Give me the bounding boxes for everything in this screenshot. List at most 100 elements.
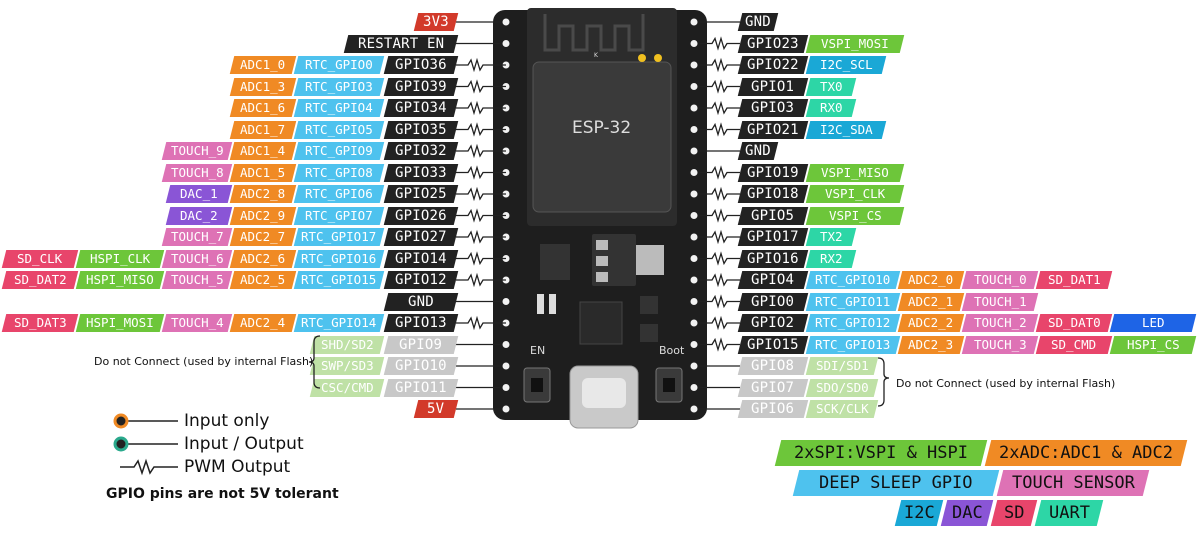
pin-tag-dac-1: DAC_1: [165, 185, 233, 203]
boot-button-cap[interactable]: [663, 378, 675, 392]
legend-deep-sleep-gpio: DEEP SLEEP GPIO: [792, 470, 1000, 496]
pin-tag-touch-0: TOUCH_0: [961, 271, 1039, 289]
pin-connector: [456, 208, 506, 223]
pin-tag-csc-cmd: CSC/CMD: [309, 378, 385, 397]
pin-hole-right: [690, 212, 698, 219]
pin-tag-touch-7: TOUCH_7: [161, 228, 233, 246]
legend-2xspi-vspi-hspi-text: 2xSPI:VSPI & HSPI: [794, 443, 968, 463]
pin-tag-rtc-gpio9: RTC_GPIO9: [293, 142, 385, 160]
pin-left-gpio12-text: GPIO12: [395, 272, 447, 288]
pin-right-gpio0: GPIO0: [737, 292, 809, 311]
pin-tag-adc2-1-text: ADC2_1: [908, 293, 954, 309]
pin-tag-adc2-6: ADC2_6: [229, 249, 297, 268]
pin-tag-sd-clk-text: SD_CLK: [17, 250, 63, 266]
pin-connector: [700, 57, 740, 73]
pin-right-gpio21: GPIO21: [737, 120, 809, 139]
pin-right-gpio22-text: GPIO22: [747, 57, 799, 73]
pin-connector: [700, 79, 740, 94]
pin-tag-rtc-gpio10-text: RTC_GPIO10: [815, 272, 891, 287]
pin-tag-touch-9-text: TOUCH_9: [170, 143, 224, 158]
pin-right-gpio7: GPIO7: [737, 378, 809, 397]
pin-tag-sd-dat1-text: SD_DAT1: [1047, 272, 1101, 287]
pin-connector: [700, 36, 740, 51]
pin-left-gpio34: GPIO34: [383, 99, 459, 117]
pin-connector: [700, 100, 740, 116]
pin-hole-left: [502, 40, 510, 47]
pin-right-gpio19-text: GPIO19: [747, 164, 799, 181]
pin-right-gpio7-text: GPIO7: [751, 379, 795, 396]
regulator-pad: [596, 256, 608, 266]
pin-right-gpio8-text: GPIO8: [751, 358, 795, 374]
pin-tag-sdo-sd0-text: SDO/SD0: [815, 379, 869, 395]
pin-hole-right: [690, 405, 698, 413]
pin-hole-right: [690, 233, 698, 241]
pin-tag-rtc-gpio0-text: RTC_GPIO0: [305, 57, 373, 72]
pin-tag-rtc-gpio17: RTC_GPIO17: [293, 228, 385, 246]
pin-right-gpio23: GPIO23: [737, 34, 809, 53]
pin-hole-right: [690, 298, 698, 305]
legend-i2c-text: I2C: [903, 503, 935, 523]
legend-touch-sensor-text: TOUCH SENSOR: [1011, 473, 1135, 493]
pin-tag-rx2: RX2: [805, 249, 857, 268]
pin-hole-left: [502, 18, 510, 26]
pin-tag-vspi-miso: VSPI_MISO: [805, 163, 905, 182]
pin-right-gpio4-text: GPIO4: [751, 272, 795, 288]
pin-tag-shd-sd2-text: SHD/SD2: [320, 336, 374, 352]
pin-tag-rtc-gpio14-text: RTC_GPIO14: [301, 315, 377, 330]
pin-left-5v: 5V: [413, 400, 459, 418]
legend-2xadc-adc1-adc2: 2xADC:ADC1 & ADC2: [984, 440, 1188, 466]
pin-right-gpio22: GPIO22: [737, 56, 809, 74]
pin-tag-tx2: TX2: [805, 228, 857, 246]
pin-hole-right: [690, 104, 698, 112]
pin-tag-adc2-5-text: ADC2_5: [240, 272, 286, 287]
pin-tag-hspi-clk: HSPI_CLK: [75, 249, 165, 268]
pin-tag-adc1-4-text: ADC1_4: [240, 143, 286, 158]
pin-tag-touch-8: TOUCH_8: [161, 163, 233, 182]
pin-left-gpio25: GPIO25: [383, 185, 459, 203]
pin-tag-sdi-sd1: SDI/SD1: [805, 357, 879, 375]
pin-tag-rtc-gpio16-text: RTC_GPIO16: [301, 250, 377, 266]
pin-left-gnd-text: GND: [408, 293, 434, 310]
pin-tag-sd-cmd: SD_CMD: [1035, 335, 1113, 354]
pin-left-gpio13-text: GPIO13: [395, 315, 447, 331]
pin-left-gpio35-text: GPIO35: [395, 121, 447, 138]
pin-right-gpio4: GPIO4: [737, 271, 809, 289]
pin-tag-adc1-6-text: ADC1_6: [240, 100, 286, 115]
pin-left-restart-en: RESTART EN: [343, 34, 459, 53]
pin-tag-adc2-6-text: ADC2_6: [240, 250, 286, 266]
pin-right-gpio18-text: GPIO18: [747, 186, 799, 202]
pin-tag-rtc-gpio16: RTC_GPIO16: [293, 249, 385, 268]
pin-tag-touch-3: TOUCH_3: [961, 335, 1039, 354]
pin-left-gpio12: GPIO12: [383, 271, 459, 289]
pin-left-gpio14: GPIO14: [383, 249, 459, 268]
pin-tag-touch-6-text: TOUCH_6: [170, 250, 224, 266]
pin-tag-rtc-gpio17-text: RTC_GPIO17: [301, 229, 377, 244]
pin-left-gpio13: GPIO13: [383, 314, 459, 332]
pin-left-gnd: GND: [383, 292, 459, 311]
pin-left-gpio35: GPIO35: [383, 120, 459, 139]
en-button-cap[interactable]: [531, 378, 543, 392]
pin-hole-left: [502, 384, 510, 391]
pin-left-gpio36: GPIO36: [383, 56, 459, 74]
pin-left-restart-en-text: RESTART EN: [357, 35, 445, 52]
pin-tag-rtc-gpio3-text: RTC_GPIO3: [305, 78, 373, 94]
pin-right-gpio2: GPIO2: [737, 314, 809, 332]
pin-right-gpio19: GPIO19: [737, 163, 809, 182]
pin-connector: [456, 186, 506, 202]
pin-right-gpio21-text: GPIO21: [747, 121, 799, 138]
pin-tag-vspi-clk: VSPI_CLK: [805, 185, 905, 203]
module-led-2: [654, 54, 662, 62]
pin-tag-dac-2-text: DAC_2: [180, 207, 218, 223]
pin-tag-led-text: LED: [1141, 315, 1165, 330]
pin-tag-adc2-4: ADC2_4: [229, 314, 297, 332]
pin-hole-left: [502, 362, 510, 370]
pin-hole-right: [690, 83, 698, 90]
pin-right-gpio15: GPIO15: [737, 335, 809, 354]
pin-tag-hspi-cs: HSPI_CS: [1109, 335, 1197, 354]
pin-tag-touch-2: TOUCH_2: [961, 314, 1039, 332]
pin-hole-right: [690, 341, 698, 348]
pin-left-gpio36-text: GPIO36: [395, 57, 447, 73]
pin-tag-touch-1: TOUCH_1: [961, 292, 1039, 311]
pin-tag-rtc-gpio15-text: RTC_GPIO15: [301, 272, 377, 287]
